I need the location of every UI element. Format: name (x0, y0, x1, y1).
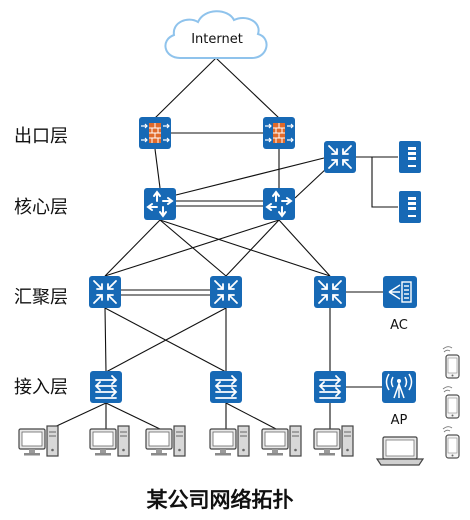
desktop-pc-icon (145, 425, 186, 457)
aggregation-switch-icon (209, 275, 243, 309)
layer-label-access: 接入层 (14, 377, 68, 398)
diagram-caption: 某公司网络拓扑 (147, 488, 294, 512)
desktop-pc-icon (313, 425, 354, 457)
aggregation-switch-icon (313, 275, 347, 309)
access-switch-icon (313, 370, 347, 404)
desktop-pc-icon (18, 425, 59, 457)
core-router-icon (143, 187, 177, 221)
smartphone-icon (442, 346, 460, 379)
links (47, 57, 398, 431)
smartphone-icon (442, 386, 460, 419)
layer-label-aggregation: 汇聚层 (14, 287, 68, 308)
server-icon (399, 141, 421, 173)
desktop-pc-icon (209, 425, 250, 457)
internet-cloud: Internet (164, 10, 268, 59)
cloud-label: Internet (191, 32, 243, 47)
core-router-icon (262, 187, 296, 221)
service-switch-icon (323, 140, 357, 174)
wireless-ap-icon (382, 371, 416, 403)
desktop-pc-icon (261, 425, 302, 457)
aggregation-switch-icon (88, 275, 122, 309)
access-switch-icon (89, 370, 123, 404)
access-switch-icon (209, 370, 243, 404)
server-icon (399, 191, 421, 223)
ac-label: AC (390, 318, 408, 333)
smartphone-icon (442, 426, 460, 459)
ap-label: AP (391, 413, 408, 428)
layer-label-egress: 出口层 (14, 126, 68, 147)
access-controller-icon (383, 276, 417, 308)
firewall-icon (262, 116, 296, 150)
firewall-icon (138, 116, 172, 150)
layer-label-core: 核心层 (14, 197, 68, 218)
laptop-icon (375, 436, 425, 466)
desktop-pc-icon (89, 425, 130, 457)
